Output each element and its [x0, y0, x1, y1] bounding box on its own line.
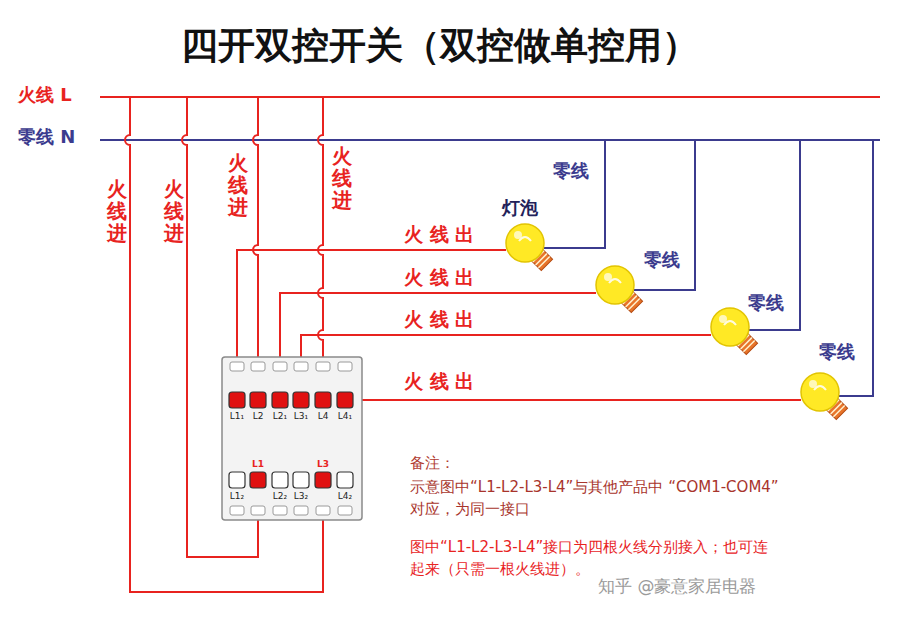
wire-label: 火 线 出: [402, 266, 476, 289]
terminal-label: L2₂: [273, 491, 287, 502]
wire-label: 零线: [551, 160, 591, 182]
bus-label: 零线 N: [18, 126, 75, 148]
terminal-label: L4₁: [338, 411, 352, 422]
terminal-label: L1: [252, 459, 264, 470]
switch-terminal: [229, 472, 245, 488]
switch-terminal: [250, 472, 266, 488]
wire-label: 零线: [817, 341, 857, 363]
switch-terminal: [315, 472, 331, 488]
wire-label: 火 线 出: [402, 223, 476, 246]
switch-terminal: [250, 392, 266, 408]
note-text: 示意图中“L1-L2-L3-L4”与其他产品中 “COM1-COM4”对应，为同…: [410, 477, 782, 521]
note-heading: 备注：: [410, 454, 455, 472]
terminal-label: L2: [253, 411, 264, 422]
terminal-label: L1₁: [230, 411, 244, 422]
switch-slot: [316, 506, 330, 515]
switch-slot: [294, 506, 308, 515]
terminal-label: L4: [318, 411, 329, 422]
wire-label: 零线: [642, 249, 682, 271]
wire-label: 火线进: [107, 178, 127, 244]
note-text: 图中“L1-L2-L3-L4”接口为四根火线分别接入；也可连起来（只需一根火线进…: [410, 537, 782, 581]
switch-slot: [251, 506, 265, 515]
diagram-title: 四开双控开关（双控做单控用）: [181, 24, 699, 68]
switch-slot: [338, 506, 352, 515]
neutral-bus: [100, 139, 880, 141]
switch-terminal: [229, 392, 245, 408]
wire-label: 火线进: [164, 178, 184, 244]
terminal-label: L2₁: [273, 411, 287, 422]
terminal-label: L4₂: [338, 491, 352, 502]
switch-slot: [230, 506, 244, 515]
wire-label: 火线进: [228, 152, 248, 218]
neutral-wires: [544, 140, 873, 396]
switch-terminal: [293, 392, 309, 408]
switch-slot: [316, 362, 330, 371]
switch-terminal: [337, 392, 353, 408]
terminal-label: L3: [317, 459, 329, 470]
wire-label: 火线进: [332, 145, 352, 211]
terminal-label: L3₂: [294, 491, 308, 502]
live-bus: [100, 96, 880, 98]
part-label: 灯泡: [502, 197, 538, 219]
wire-label: 火 线 出: [402, 308, 476, 331]
switch-slot: [294, 362, 308, 371]
wire-label: 零线: [746, 292, 786, 314]
switch-slot: [338, 362, 352, 371]
switch-slot: [251, 362, 265, 371]
switch-slot: [273, 362, 287, 371]
switch-slot: [273, 506, 287, 515]
terminal-label: L1₂: [230, 491, 244, 502]
switch-terminal: [315, 392, 331, 408]
bus-label: 火线 L: [18, 84, 72, 106]
terminal-label: L3₁: [294, 411, 308, 422]
switch-terminal: [337, 472, 353, 488]
wire-label: 火 线 出: [402, 370, 476, 393]
switch-body: [222, 357, 362, 520]
watermark: 知乎 @豪意家居电器: [598, 576, 756, 596]
switch-terminal: [272, 472, 288, 488]
switch-terminal: [293, 472, 309, 488]
switch-slot: [230, 362, 244, 371]
switch-terminal: [272, 392, 288, 408]
